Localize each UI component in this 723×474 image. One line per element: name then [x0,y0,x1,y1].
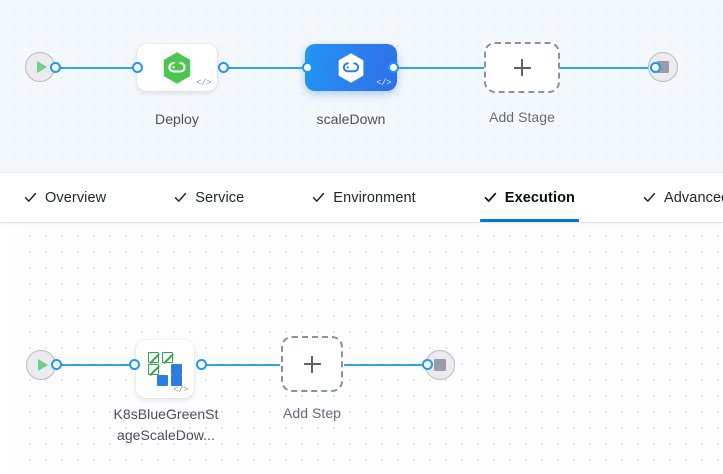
stage-flow-canvas[interactable]: </> Deploy </> scaleDown Add Stage [0,0,723,173]
add-step-label: Add Step [283,405,341,421]
edge-start-to-step [56,364,142,366]
stage-node-deploy[interactable]: </> [137,44,217,91]
port-end-in[interactable] [650,62,661,73]
check-icon [312,191,325,204]
port-step-start-out[interactable] [51,359,62,370]
tab-overview-label: Overview [45,189,107,206]
edge-addstep-to-end [344,364,428,366]
step-label-line-2: ageScaleDow... [117,427,215,443]
check-icon [174,191,187,204]
plus-icon [513,59,531,76]
port-k8sstep-out[interactable] [196,359,207,370]
port-start-out[interactable] [50,62,61,73]
add-stage-label: Add Stage [489,109,555,125]
step-node-k8s-card[interactable]: </> [136,340,194,398]
step-flow: </> K8sBlueGreenSt ageScaleDow... Add St… [0,222,723,474]
add-step-button[interactable] [281,336,343,392]
tab-execution[interactable]: Execution [479,173,580,222]
check-icon [643,191,656,204]
tab-advanced-label: Advanced [664,189,723,206]
port-scaledown-in[interactable] [302,62,313,73]
add-stage-button[interactable] [484,42,560,93]
edge-step-to-addstep [200,364,280,366]
canvas-left-fade [0,222,26,474]
code-badge-icon: </> [196,78,211,88]
tab-advanced[interactable]: Advanced [639,173,723,222]
stage-config-tabs: Overview Service Environment Execution [0,173,723,222]
play-icon [37,359,48,371]
step-label-line-1: K8sBlueGreenSt [113,406,219,422]
execution-steps-canvas[interactable]: </> K8sBlueGreenSt ageScaleDow... Add St… [0,222,723,474]
port-deploy-in[interactable] [132,62,143,73]
port-step-end-in[interactable] [422,359,433,370]
stage-node-deploy-label: Deploy [155,111,199,127]
tab-service-label: Service [195,189,245,206]
stop-square-icon [434,359,446,371]
check-icon [24,191,37,204]
edge-start-to-deploy [56,67,146,69]
harness-cd-hexagon-icon [338,52,364,83]
harness-cd-hexagon-icon [163,51,191,84]
port-k8sstep-in[interactable] [129,359,140,370]
kubernetes-scale-grid-icon [147,352,183,386]
tab-execution-label: Execution [504,189,575,206]
edge-scaledown-to-addstage [392,67,484,69]
tab-overview[interactable]: Overview [20,173,110,222]
canvas-dot-grid [0,222,723,474]
check-icon [484,191,497,204]
code-badge-icon: </> [173,385,188,395]
stage-node-scaledown[interactable]: </> [305,44,397,91]
tab-service[interactable]: Service [170,173,248,222]
execution-start-node[interactable] [26,350,56,380]
port-deploy-out[interactable] [218,62,229,73]
tab-environment-label: Environment [333,189,416,206]
step-node-k8s-label: K8sBlueGreenSt ageScaleDow... [105,404,227,446]
stage-flow: </> Deploy </> scaleDown Add Stage [0,0,723,173]
edge-addstage-to-end [560,67,656,69]
code-badge-icon: </> [376,78,391,88]
edge-deploy-to-scaledown [222,67,310,69]
play-icon [36,61,47,73]
plus-icon [303,355,321,373]
port-scaledown-out[interactable] [388,62,399,73]
stage-node-scaledown-label: scaleDown [316,111,386,127]
tab-environment[interactable]: Environment [308,173,420,222]
